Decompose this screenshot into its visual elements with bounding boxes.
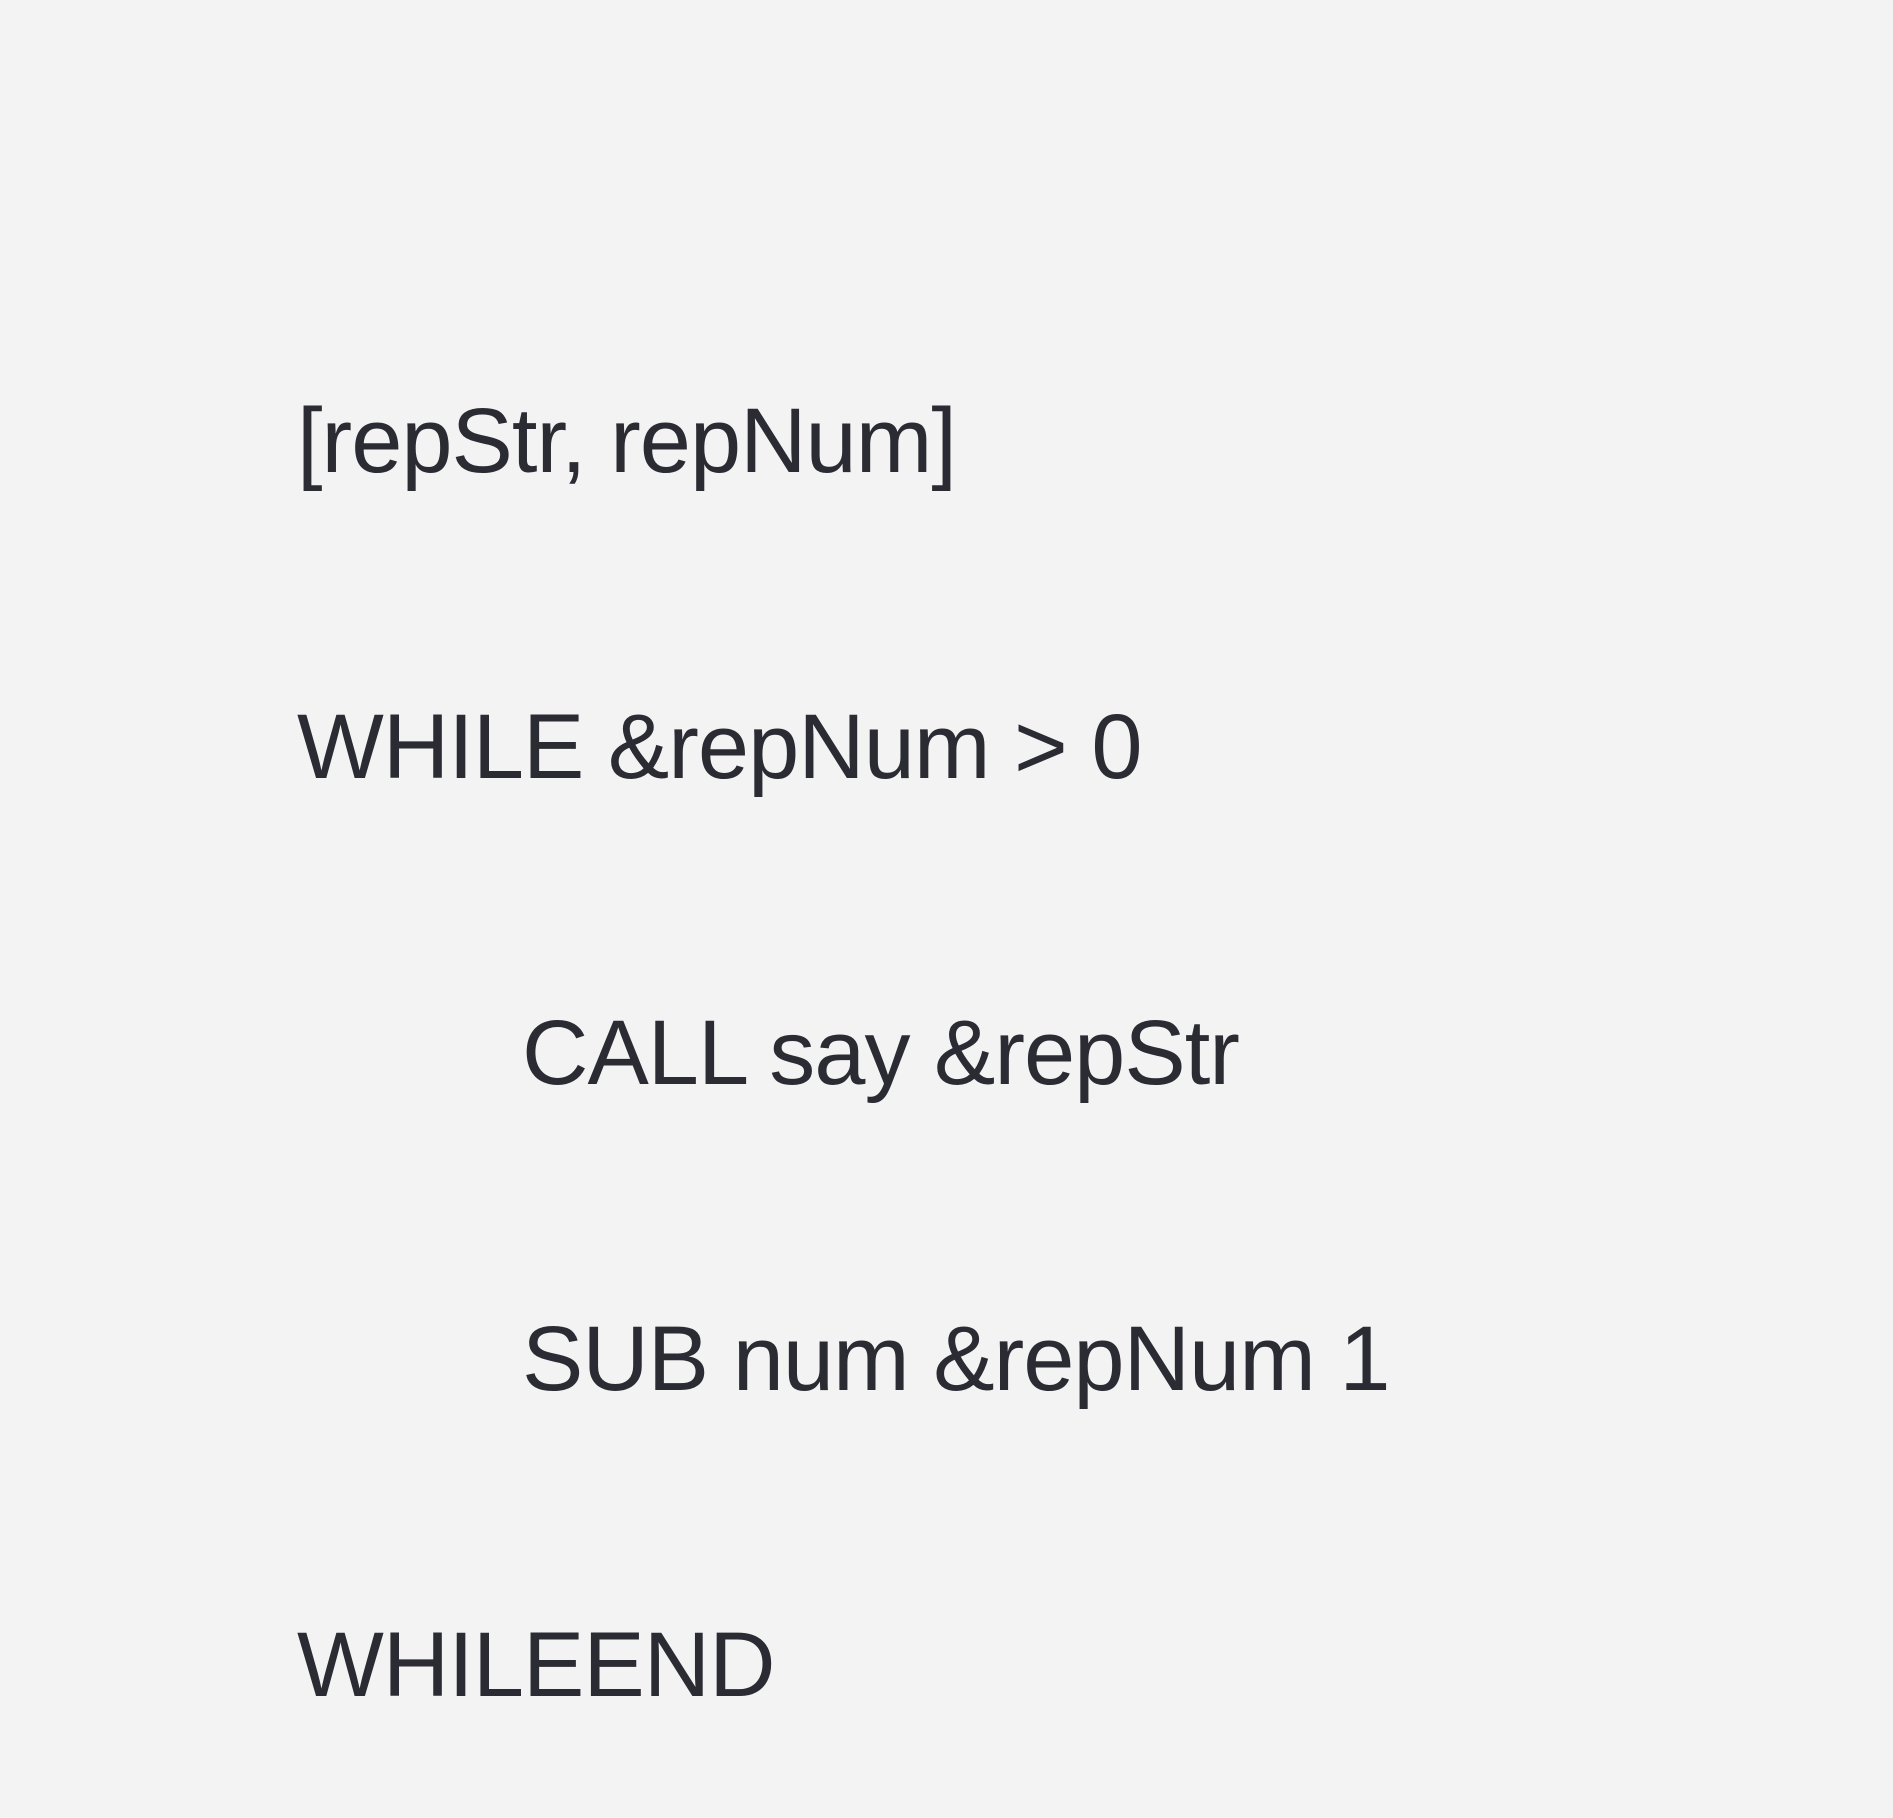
code-line-params: [repStr, repNum] xyxy=(297,390,957,492)
code-snippet: [repStr, repNum] WHILE &repNum > 0 CALL … xyxy=(297,186,1391,1818)
code-line-sub: SUB num &repNum 1 xyxy=(522,1308,1391,1410)
code-line-whileend: WHILEEND xyxy=(297,1614,776,1716)
code-line-while: WHILE &repNum > 0 xyxy=(297,696,1143,798)
code-line-call: CALL say &repStr xyxy=(522,1002,1240,1104)
